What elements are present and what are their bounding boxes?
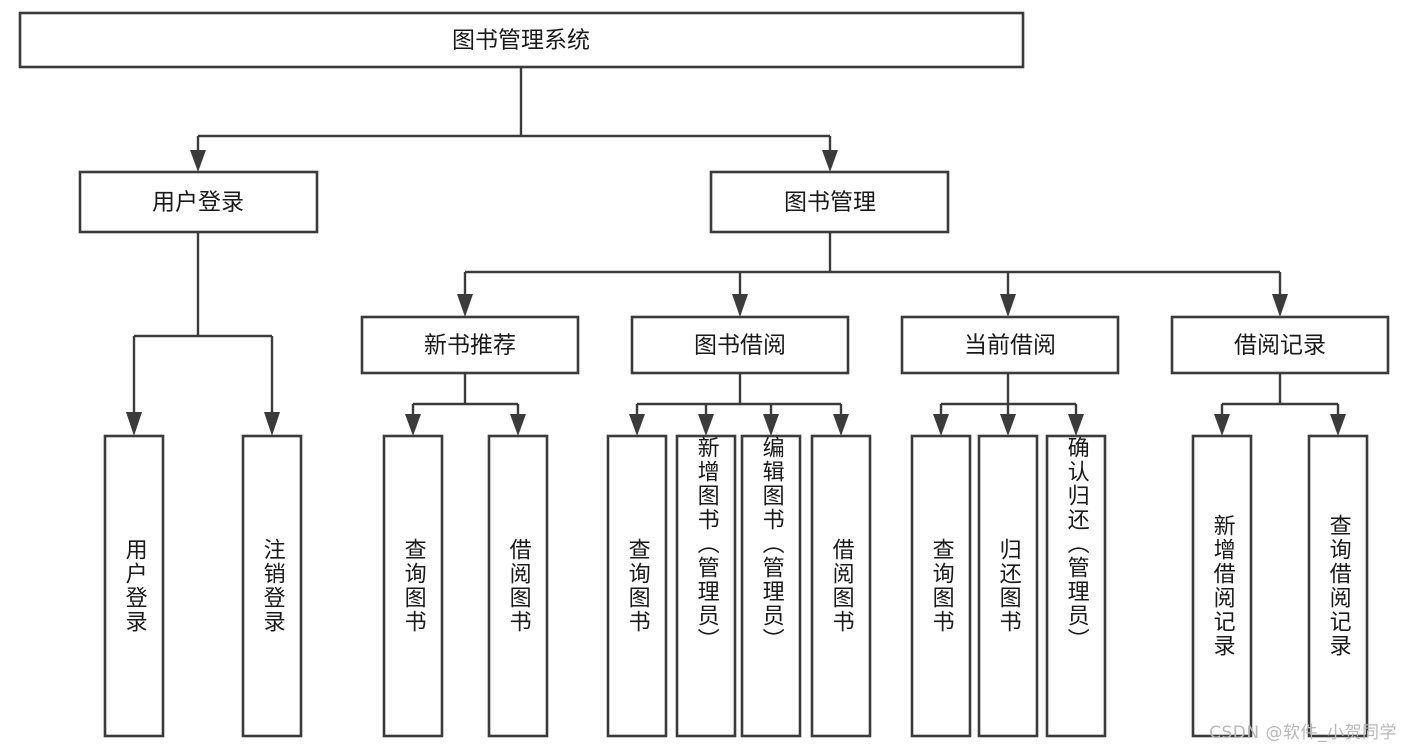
arrow-head-icon <box>1330 414 1346 436</box>
node-user-login-box[interactable] <box>78 170 319 234</box>
node-borrow-records-box[interactable] <box>1170 315 1390 375</box>
connector-bookborrow-to-leaves <box>629 373 849 436</box>
node-borrow-records-label: 借阅记录 <box>1234 333 1326 359</box>
node-book-borrow-box[interactable] <box>630 315 850 375</box>
arrow-head-icon <box>126 412 142 436</box>
node-current-borrow-label: 当前借阅 <box>964 333 1056 359</box>
leaf-box-new-book-1[interactable] <box>487 434 549 738</box>
leaf-box-current-borrow-2[interactable] <box>1045 434 1107 738</box>
node-book-management-box[interactable] <box>709 170 950 234</box>
node-book-borrow-label: 图书借阅 <box>694 333 786 359</box>
arrow-head-icon <box>933 414 949 436</box>
node-book-management-label: 图书管理 <box>784 190 876 216</box>
leaf-box-borrow-records-0[interactable] <box>1191 434 1253 738</box>
node-user-login-label: 用户登录 <box>152 190 244 216</box>
leaf-boxes-borrow-records <box>1191 434 1369 738</box>
node-user-login[interactable]: 用户登录 <box>78 170 319 234</box>
leaf-box-current-borrow-1[interactable] <box>977 434 1039 738</box>
leaf-boxes-current-borrow <box>910 434 1107 738</box>
leaf-boxes-new-book-recommend <box>382 434 549 738</box>
leaf-box-user-login-0[interactable] <box>103 434 165 738</box>
arrow-head-icon <box>1000 414 1016 436</box>
arrow-head-icon <box>698 414 714 436</box>
leaf-box-book-borrow-1[interactable] <box>675 434 737 738</box>
arrow-head-icon <box>732 294 748 317</box>
arrow-head-icon <box>405 414 421 436</box>
watermark-text: CSDN @软件_小贺同学 <box>1209 723 1397 743</box>
arrow-head-icon <box>1000 294 1016 317</box>
node-new-book-recommend-label: 新书推荐 <box>424 333 516 359</box>
arrow-head-icon <box>1272 294 1288 317</box>
leaf-box-book-borrow-2[interactable] <box>740 434 802 738</box>
arrow-head-icon <box>457 294 473 317</box>
node-book-management[interactable]: 图书管理 <box>709 170 950 234</box>
leaf-box-book-borrow-0[interactable] <box>606 434 668 738</box>
leaf-box-new-book-0[interactable] <box>382 434 444 738</box>
node-current-borrow[interactable]: 当前借阅 <box>900 315 1120 375</box>
leaf-boxes-user-login <box>103 434 303 738</box>
leaf-box-borrow-records-1[interactable] <box>1307 434 1369 738</box>
connector-userlogin-to-leaves <box>126 232 280 436</box>
node-root-label: 图书管理系统 <box>452 28 590 54</box>
connector-currentborrow-to-leaves <box>933 373 1084 436</box>
node-current-borrow-box[interactable] <box>900 315 1120 375</box>
arrow-head-icon <box>510 414 526 436</box>
arrow-head-icon <box>1068 414 1084 436</box>
connector-newbook-to-leaves <box>405 373 526 436</box>
node-new-book-recommend[interactable]: 新书推荐 <box>360 315 580 375</box>
connector-borrowrecord-to-leaves <box>1214 373 1346 436</box>
node-root[interactable]: 图书管理系统 <box>18 11 1025 69</box>
node-book-borrow[interactable]: 图书借阅 <box>630 315 850 375</box>
connector-root-to-level2 <box>190 67 838 172</box>
node-new-book-recommend-box[interactable] <box>360 315 580 375</box>
arrow-head-icon <box>833 414 849 436</box>
leaf-box-book-borrow-3[interactable] <box>810 434 872 738</box>
arrow-head-icon <box>264 412 280 436</box>
arrow-head-icon <box>763 414 779 436</box>
leaf-box-user-login-1[interactable] <box>241 434 303 738</box>
arrow-head-icon <box>822 150 838 172</box>
arrow-head-icon <box>629 414 645 436</box>
arrow-head-icon <box>190 150 206 172</box>
arrow-head-icon <box>1214 414 1230 436</box>
leaf-boxes-book-borrow <box>606 434 872 738</box>
node-borrow-records[interactable]: 借阅记录 <box>1170 315 1390 375</box>
node-root-box[interactable] <box>18 11 1025 69</box>
connector-bookmgmt-to-level3 <box>457 232 1288 317</box>
leaf-box-current-borrow-0[interactable] <box>910 434 972 738</box>
